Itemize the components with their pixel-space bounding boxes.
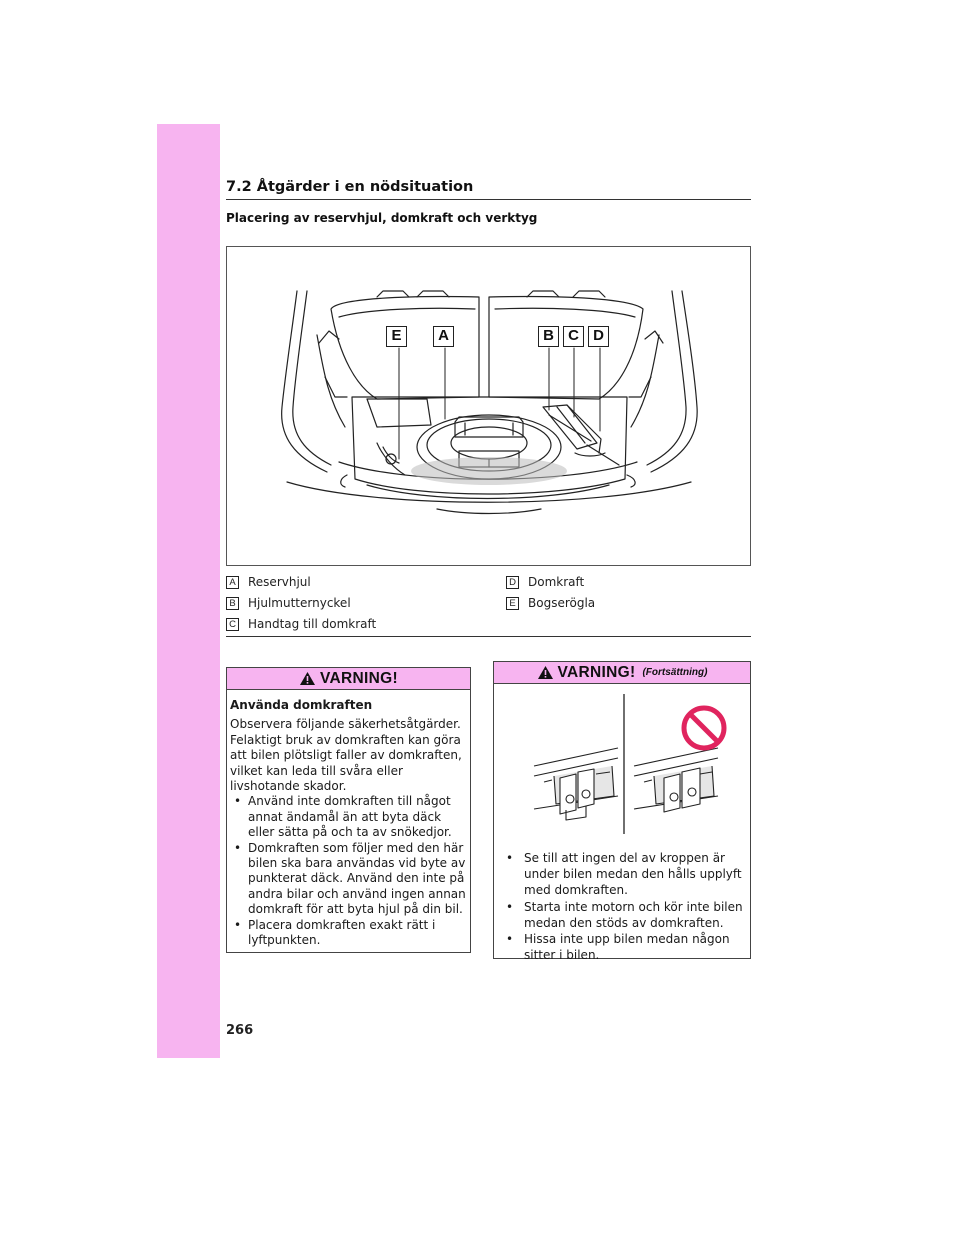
warning-bullet: Använd inte domkraften till något annat … (230, 794, 466, 840)
legend-rule (226, 636, 751, 637)
warning-triangle-icon (300, 672, 316, 685)
legend-label: Reservhjul (248, 575, 311, 589)
legend-key: A (226, 575, 239, 589)
callout-d: D (588, 326, 609, 347)
warning-title: Använda domkraften (230, 698, 373, 712)
warning-bullet: Se till att ingen del av kroppen är unde… (506, 850, 746, 899)
prohibited-icon (681, 705, 727, 751)
trunk-drawing (281, 290, 698, 515)
trunk-illustration: E A B C D (226, 246, 751, 566)
legend-key: B (226, 596, 239, 610)
legend-label: Domkraft (528, 575, 585, 589)
legend-item-d: D Domkraft (506, 575, 584, 589)
warning-header: VARNING! (227, 668, 470, 690)
page-number: 266 (226, 1023, 254, 1038)
section-title: 7.2 Åtgärder i en nödsituation (226, 179, 474, 195)
section-rule (226, 199, 751, 200)
warning-label: VARNING! (320, 669, 398, 687)
warning-bullet: Hissa inte upp bilen medan någon sitter … (506, 931, 746, 963)
legend-key: D (506, 575, 519, 589)
legend-item-a: A Reservhjul (226, 575, 311, 589)
warning-label: VARNING! (557, 663, 636, 681)
callout-b: B (538, 326, 559, 347)
sub-heading: Placering av reservhjul, domkraft och ve… (226, 211, 538, 225)
legend-key: C (226, 617, 239, 631)
legend-item-c: C Handtag till domkraft (226, 617, 376, 631)
callout-c: C (563, 326, 584, 347)
legend-label: Handtag till domkraft (248, 617, 377, 631)
warning-intro: Observera följande säkerhetsåtgärder. Fe… (230, 717, 462, 794)
warning-box-right: VARNING! (Fortsättning) (493, 661, 751, 962)
warning-header: VARNING! (Fortsättning) (494, 662, 750, 684)
chapter-side-tab (157, 124, 220, 1058)
warning-box-left: VARNING! Använda domkraften Observera fö… (226, 667, 471, 953)
warning-continued-label: (Fortsättning) (642, 667, 708, 678)
warning-bullet: Starta inte motorn och kör inte bilen me… (506, 899, 746, 931)
legend-label: Hjulmutternyckel (248, 596, 351, 610)
warning-list: Använd inte domkraften till något annat … (230, 794, 466, 948)
legend-item-e: E Bogserögla (506, 596, 595, 610)
legend-item-b: B Hjulmutternyckel (226, 596, 351, 610)
callout-e: E (386, 326, 407, 347)
legend-key: E (506, 596, 519, 610)
warning-body: Använda domkraften Observera följande sä… (227, 690, 470, 949)
jack-point-illustration (533, 694, 727, 834)
warning-bullet: Domkraften som följer med den här bilen … (230, 841, 466, 918)
warning-triangle-icon (537, 666, 553, 679)
legend-label: Bogserögla (528, 596, 596, 610)
warning-bullet: Placera domkraften exakt rätt i lyftpunk… (230, 918, 466, 949)
warning-list: Se till att ingen del av kroppen är unde… (494, 844, 750, 963)
callout-a: A (433, 326, 454, 347)
